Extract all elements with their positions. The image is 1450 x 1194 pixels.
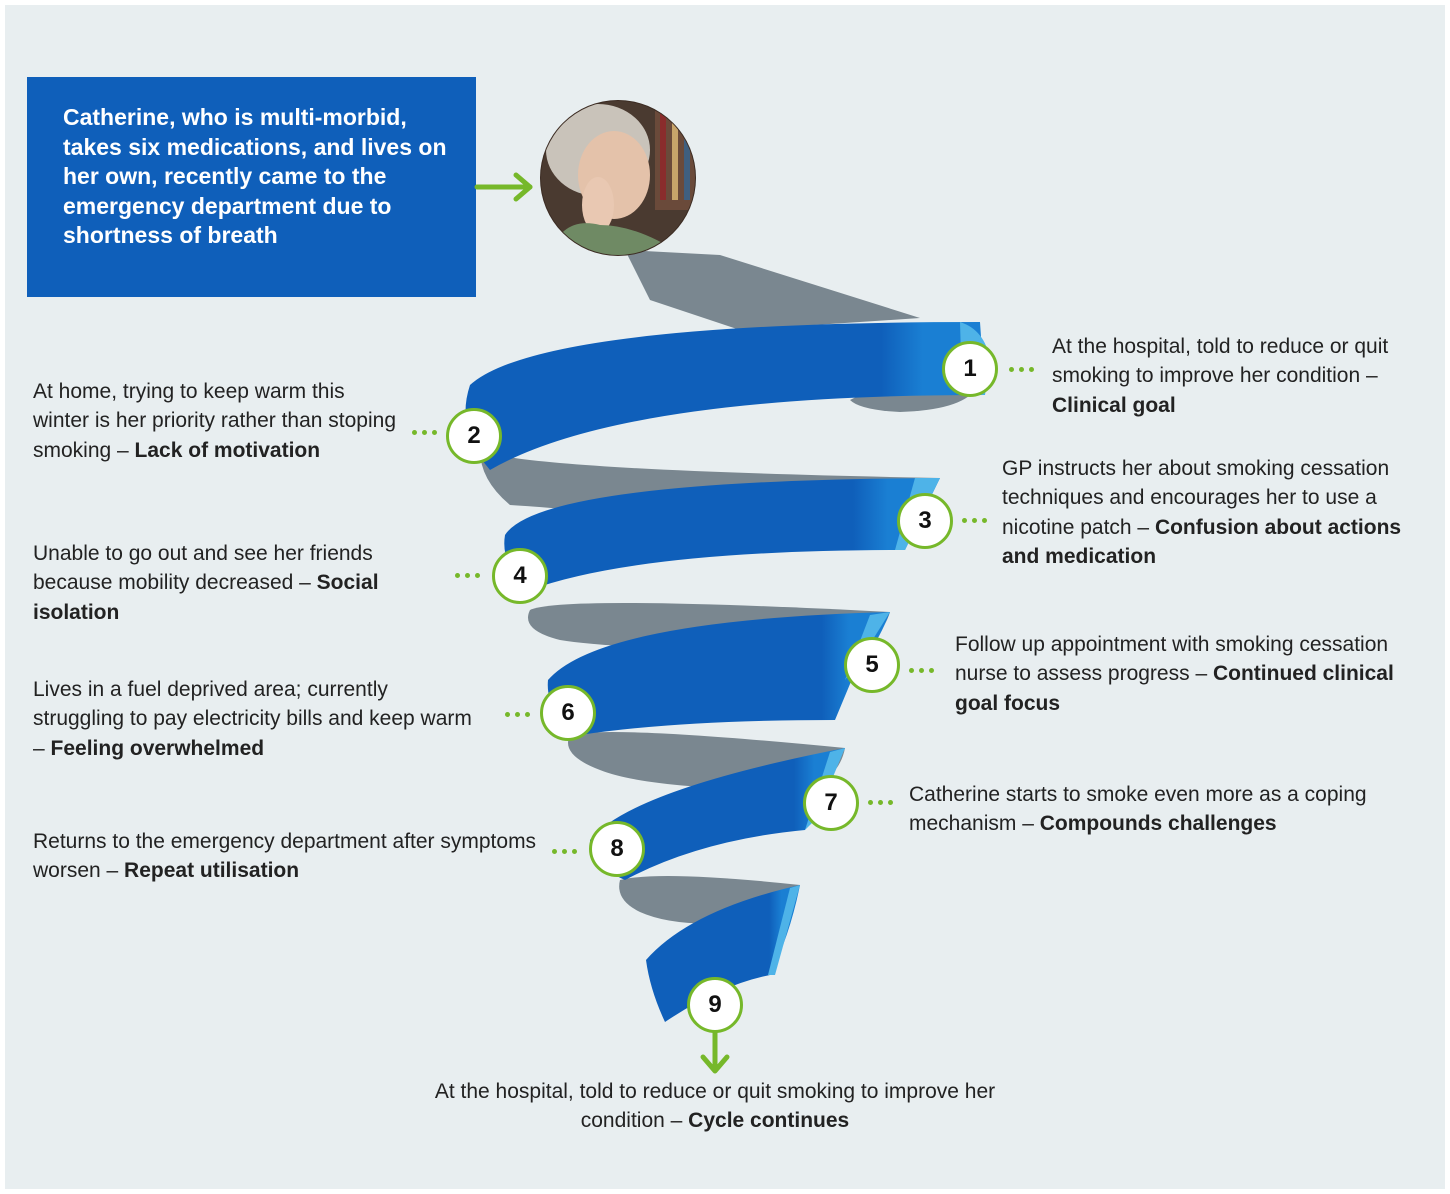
connector-dots-7 — [868, 800, 898, 806]
step-text-3: GP instructs her about smoking cessation… — [1002, 454, 1442, 571]
step-text-1: At the hospital, told to reduce or quit … — [1052, 332, 1422, 420]
step-text-4: Unable to go out and see her friends bec… — [33, 539, 438, 627]
step-text-2: At home, trying to keep warm this winter… — [33, 377, 403, 465]
step-label: Confusion about actions and medication — [1002, 515, 1402, 568]
step-label: Repeat utilisation — [124, 859, 300, 883]
catherine-portrait — [540, 100, 696, 256]
step-text-8: Returns to the emergency department afte… — [33, 827, 543, 886]
step-description: Follow up appointment with smoking cessa… — [955, 633, 1389, 686]
connector-dots-6 — [505, 712, 535, 718]
step-badge-2: 2 — [446, 408, 502, 464]
connector-dots-3 — [962, 518, 992, 524]
step-badge-4: 4 — [492, 548, 548, 604]
step-badge-8: 8 — [589, 821, 645, 877]
step-label: Continued clinical goal focus — [955, 662, 1394, 715]
connector-dots-4 — [455, 573, 485, 579]
step-text-7: Catherine starts to smoke even more as a… — [909, 780, 1419, 839]
step-number: 8 — [610, 835, 624, 862]
step-description: At home, trying to keep warm this winter… — [33, 380, 396, 462]
step-text-9: At the hospital, told to reduce or quit … — [425, 1077, 1005, 1136]
step-label: Compounds challenges — [1039, 812, 1277, 836]
step-number: 4 — [513, 562, 527, 589]
connector-dots-8 — [552, 849, 582, 855]
intro-text: Catherine, who is multi-morbid, takes si… — [63, 104, 447, 248]
step-number: 2 — [467, 422, 481, 449]
connector-dots-2 — [412, 430, 442, 436]
step-badge-3: 3 — [897, 493, 953, 549]
step-number: 3 — [918, 507, 932, 534]
arrow-down — [700, 1030, 730, 1074]
step-description: Returns to the emergency department afte… — [33, 830, 537, 883]
step-badge-7: 7 — [803, 775, 859, 831]
step-badge-5: 5 — [844, 637, 900, 693]
step-label: Feeling overwhelmed — [50, 736, 265, 760]
step-description: GP instructs her about smoking cessation… — [1002, 457, 1390, 539]
step-label: Clinical goal — [1052, 393, 1176, 417]
step-badge-9: 9 — [687, 977, 743, 1033]
connector-dots-1 — [1009, 367, 1039, 373]
intro-box: Catherine, who is multi-morbid, takes si… — [27, 77, 476, 297]
step-number: 9 — [708, 991, 722, 1018]
step-label: Lack of motivation — [134, 438, 321, 462]
step-number: 1 — [963, 355, 977, 382]
step-number: 6 — [561, 699, 575, 726]
step-text-5: Follow up appointment with smoking cessa… — [955, 630, 1395, 718]
arrow-to-portrait — [474, 172, 533, 202]
connector-dots-5 — [909, 668, 939, 674]
step-description: At the hospital, told to reduce or quit … — [434, 1080, 996, 1133]
step-description: Unable to go out and see her friends bec… — [33, 542, 373, 595]
step-badge-6: 6 — [540, 685, 596, 741]
step-number: 5 — [865, 651, 879, 678]
step-description: Catherine starts to smoke even more as a… — [909, 783, 1367, 836]
step-badge-1: 1 — [942, 341, 998, 397]
step-number: 7 — [824, 789, 838, 816]
step-description: At the hospital, told to reduce or quit … — [1052, 335, 1389, 388]
step-description: Lives in a fuel deprived area; currently… — [33, 678, 472, 760]
step-label: Cycle continues — [688, 1109, 850, 1133]
step-text-6: Lives in a fuel deprived area; currently… — [33, 675, 478, 763]
step-label: Social isolation — [33, 571, 379, 624]
